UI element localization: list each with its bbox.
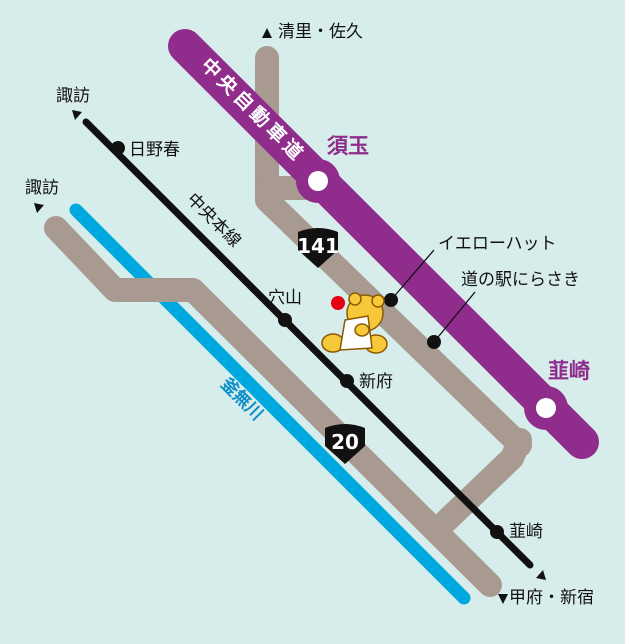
arrow-icon-road-northwest [34, 203, 44, 213]
direction-southeast-label: 甲府・新宿 [509, 588, 594, 608]
stations [111, 141, 504, 539]
station-nirasaki-dot [490, 525, 504, 539]
shop-marker [331, 296, 345, 310]
arrow-icon-southeast [498, 594, 508, 604]
kamanashi-river [69, 203, 471, 605]
direction-north-label: 清里・佐久 [278, 22, 363, 42]
station-shinpu-label: 新府 [359, 372, 393, 392]
chuo-main-line [82, 118, 534, 569]
expressway-label: 中央自動車道 [196, 53, 310, 167]
sudama-ic-icon [308, 171, 328, 191]
nirasaki-ic-icon [536, 398, 556, 418]
michinoeki-label: 道の駅にらさき [461, 270, 580, 290]
arrow-icon-north [262, 28, 272, 38]
station-anayama-dot [278, 313, 292, 327]
yellow-hat-dot [384, 293, 398, 307]
route-141-label: 141 [297, 234, 339, 258]
route-20-shield: 20 [325, 424, 365, 464]
yellow-hat-label: イエローハット [438, 234, 557, 254]
sudama-ic-label: 須玉 [327, 134, 369, 158]
station-hinoharu-label: 日野春 [129, 140, 180, 160]
direction-rail-northwest-label: 諏訪 [56, 86, 90, 106]
nirasaki-ic-label: 韮崎 [548, 359, 590, 383]
arrow-icon-rail-northwest [72, 110, 82, 120]
station-hinoharu-dot [111, 141, 125, 155]
railway-label: 中央本線 [182, 189, 244, 251]
bear-mascot-icon [321, 292, 388, 354]
route-141-shield: 141 [297, 228, 339, 268]
station-nirasaki-label: 韮崎 [509, 522, 543, 542]
route-20-label: 20 [331, 430, 359, 454]
michinoeki-dot [427, 335, 441, 349]
station-shinpu-dot [340, 374, 354, 388]
direction-road-northwest-label: 諏訪 [25, 178, 59, 198]
arrow-icon-rail-southeast [536, 570, 546, 580]
chuo-expressway [168, 29, 599, 459]
station-anayama-label: 穴山 [268, 288, 302, 308]
